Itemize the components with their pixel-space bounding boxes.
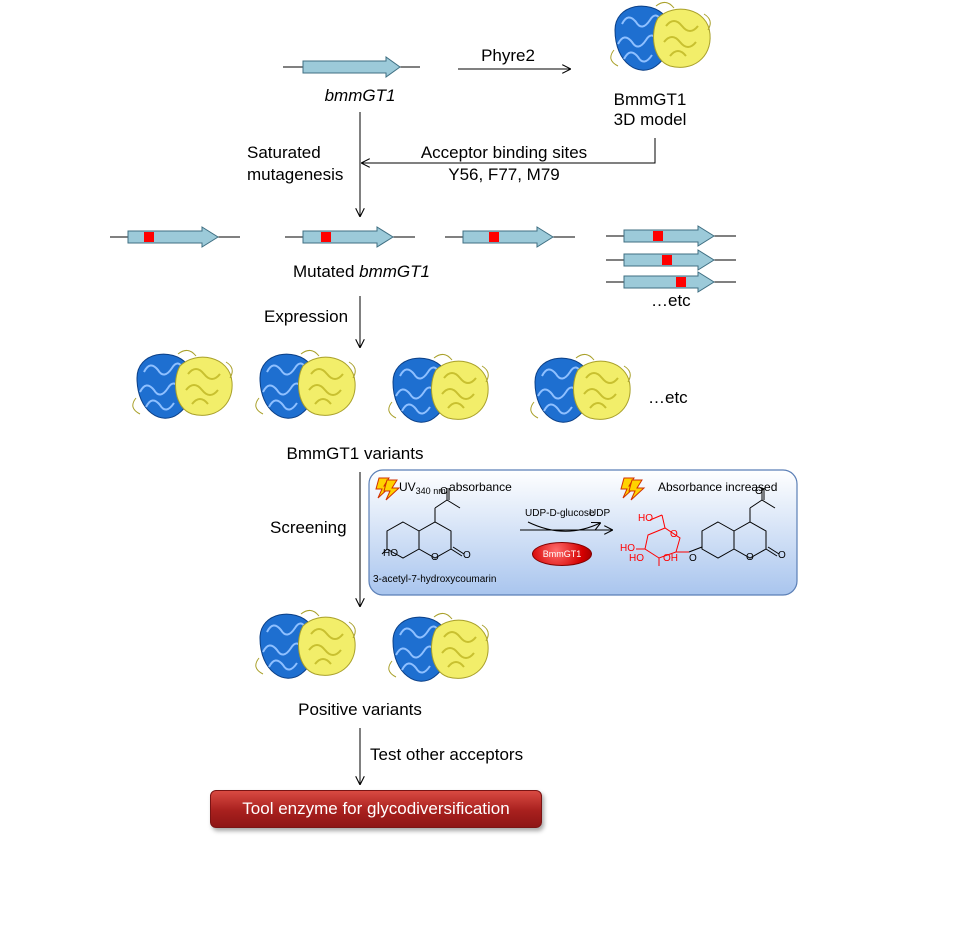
substrate-ring-o-atom: O xyxy=(431,552,439,563)
tool-enzyme-banner: Tool enzyme for glycodiversification xyxy=(210,790,542,828)
protein-variant-4 xyxy=(529,353,632,424)
protein-variant-1 xyxy=(131,349,234,420)
substrate-carbonyl-o-atom: O xyxy=(463,550,471,561)
mutated-gene-4 xyxy=(605,225,737,247)
sugar-ho-atom-2: HO xyxy=(620,543,635,554)
product-ring-o-atom: O xyxy=(746,552,754,563)
mutated-prefix: Mutated xyxy=(293,262,360,281)
protein-3d-model xyxy=(609,1,712,72)
product-acetyl-o-atom: O xyxy=(755,486,763,497)
glycosidic-o-atom: O xyxy=(689,553,697,564)
substrate-name-label: 3-acetyl-7-hydroxycoumarin xyxy=(373,574,497,585)
test-acceptors-label: Test other acceptors xyxy=(370,745,524,764)
positive-variants-label: Positive variants xyxy=(298,700,422,719)
sugar-ho-atom: HO xyxy=(638,513,653,524)
etc-label-proteins: …etc xyxy=(648,388,688,407)
etc-label-genes: …etc xyxy=(651,291,691,310)
saturated-label-line2: mutagenesis xyxy=(247,165,344,184)
substrate-structure xyxy=(381,488,465,559)
protein-variant-2 xyxy=(254,349,357,420)
reaction-arrow xyxy=(527,521,600,532)
product-coumarin xyxy=(688,488,780,559)
sugar-ring-o-atom: O xyxy=(670,529,678,540)
sugar-oh-atom: OH xyxy=(663,553,678,564)
protein-positive-1 xyxy=(254,609,357,680)
variants-label: BmmGT1 variants xyxy=(286,444,424,463)
protein-positive-2 xyxy=(387,612,490,683)
mutated-label: Mutated bmmGT1 xyxy=(293,261,430,282)
gene-bmmGT1 xyxy=(283,56,420,78)
saturated-label-line1: Saturated xyxy=(247,143,321,162)
mutation-site xyxy=(489,232,499,242)
donor-label: UDP-D-glucose xyxy=(525,508,595,519)
acceptor-sites-connector xyxy=(362,138,656,163)
screening-label: Screening xyxy=(270,518,347,537)
product-carbonyl-o-atom: O xyxy=(778,550,786,561)
mutation-site xyxy=(676,277,686,287)
product-udp-label: UDP xyxy=(589,508,611,519)
expression-label: Expression xyxy=(264,307,349,326)
substrate-ho-atom: HO xyxy=(383,548,398,559)
model-label-line2: 3D model xyxy=(613,110,687,129)
protein-variant-3 xyxy=(387,353,490,424)
lightning-icon xyxy=(375,477,401,501)
mutated-gene-1 xyxy=(109,226,241,248)
glucose-moiety xyxy=(636,514,689,566)
mutation-site xyxy=(653,231,663,241)
mutated-gene-6 xyxy=(605,271,737,293)
mutation-site xyxy=(662,255,672,265)
acceptor-sites-label-line1: Acceptor binding sites xyxy=(420,143,588,162)
mutation-site xyxy=(321,232,331,242)
sugar-ho-atom-3: HO xyxy=(629,553,644,564)
acceptor-sites-label-line2: Y56, F77, M79 xyxy=(448,165,560,184)
substrate-acetyl-o-atom: O xyxy=(440,486,448,497)
mutated-gene-2 xyxy=(284,226,416,248)
enzyme-badge: BmmGT1 xyxy=(532,542,592,566)
uv-absorbance-label: UV340 nm absorbance xyxy=(399,480,512,496)
mutated-gene-name: bmmGT1 xyxy=(359,262,430,281)
model-label-line1: BmmGT1 xyxy=(613,90,687,109)
mutation-site xyxy=(144,232,154,242)
absorbance-increased-label: Absorbance increased xyxy=(658,480,778,494)
screening-assay-box xyxy=(368,469,798,596)
mutated-gene-5 xyxy=(605,249,737,271)
mutated-gene-3 xyxy=(444,226,576,248)
lightning-icon xyxy=(620,477,646,501)
gene-label: bmmGT1 xyxy=(324,86,396,105)
phyre-label: Phyre2 xyxy=(481,46,535,65)
